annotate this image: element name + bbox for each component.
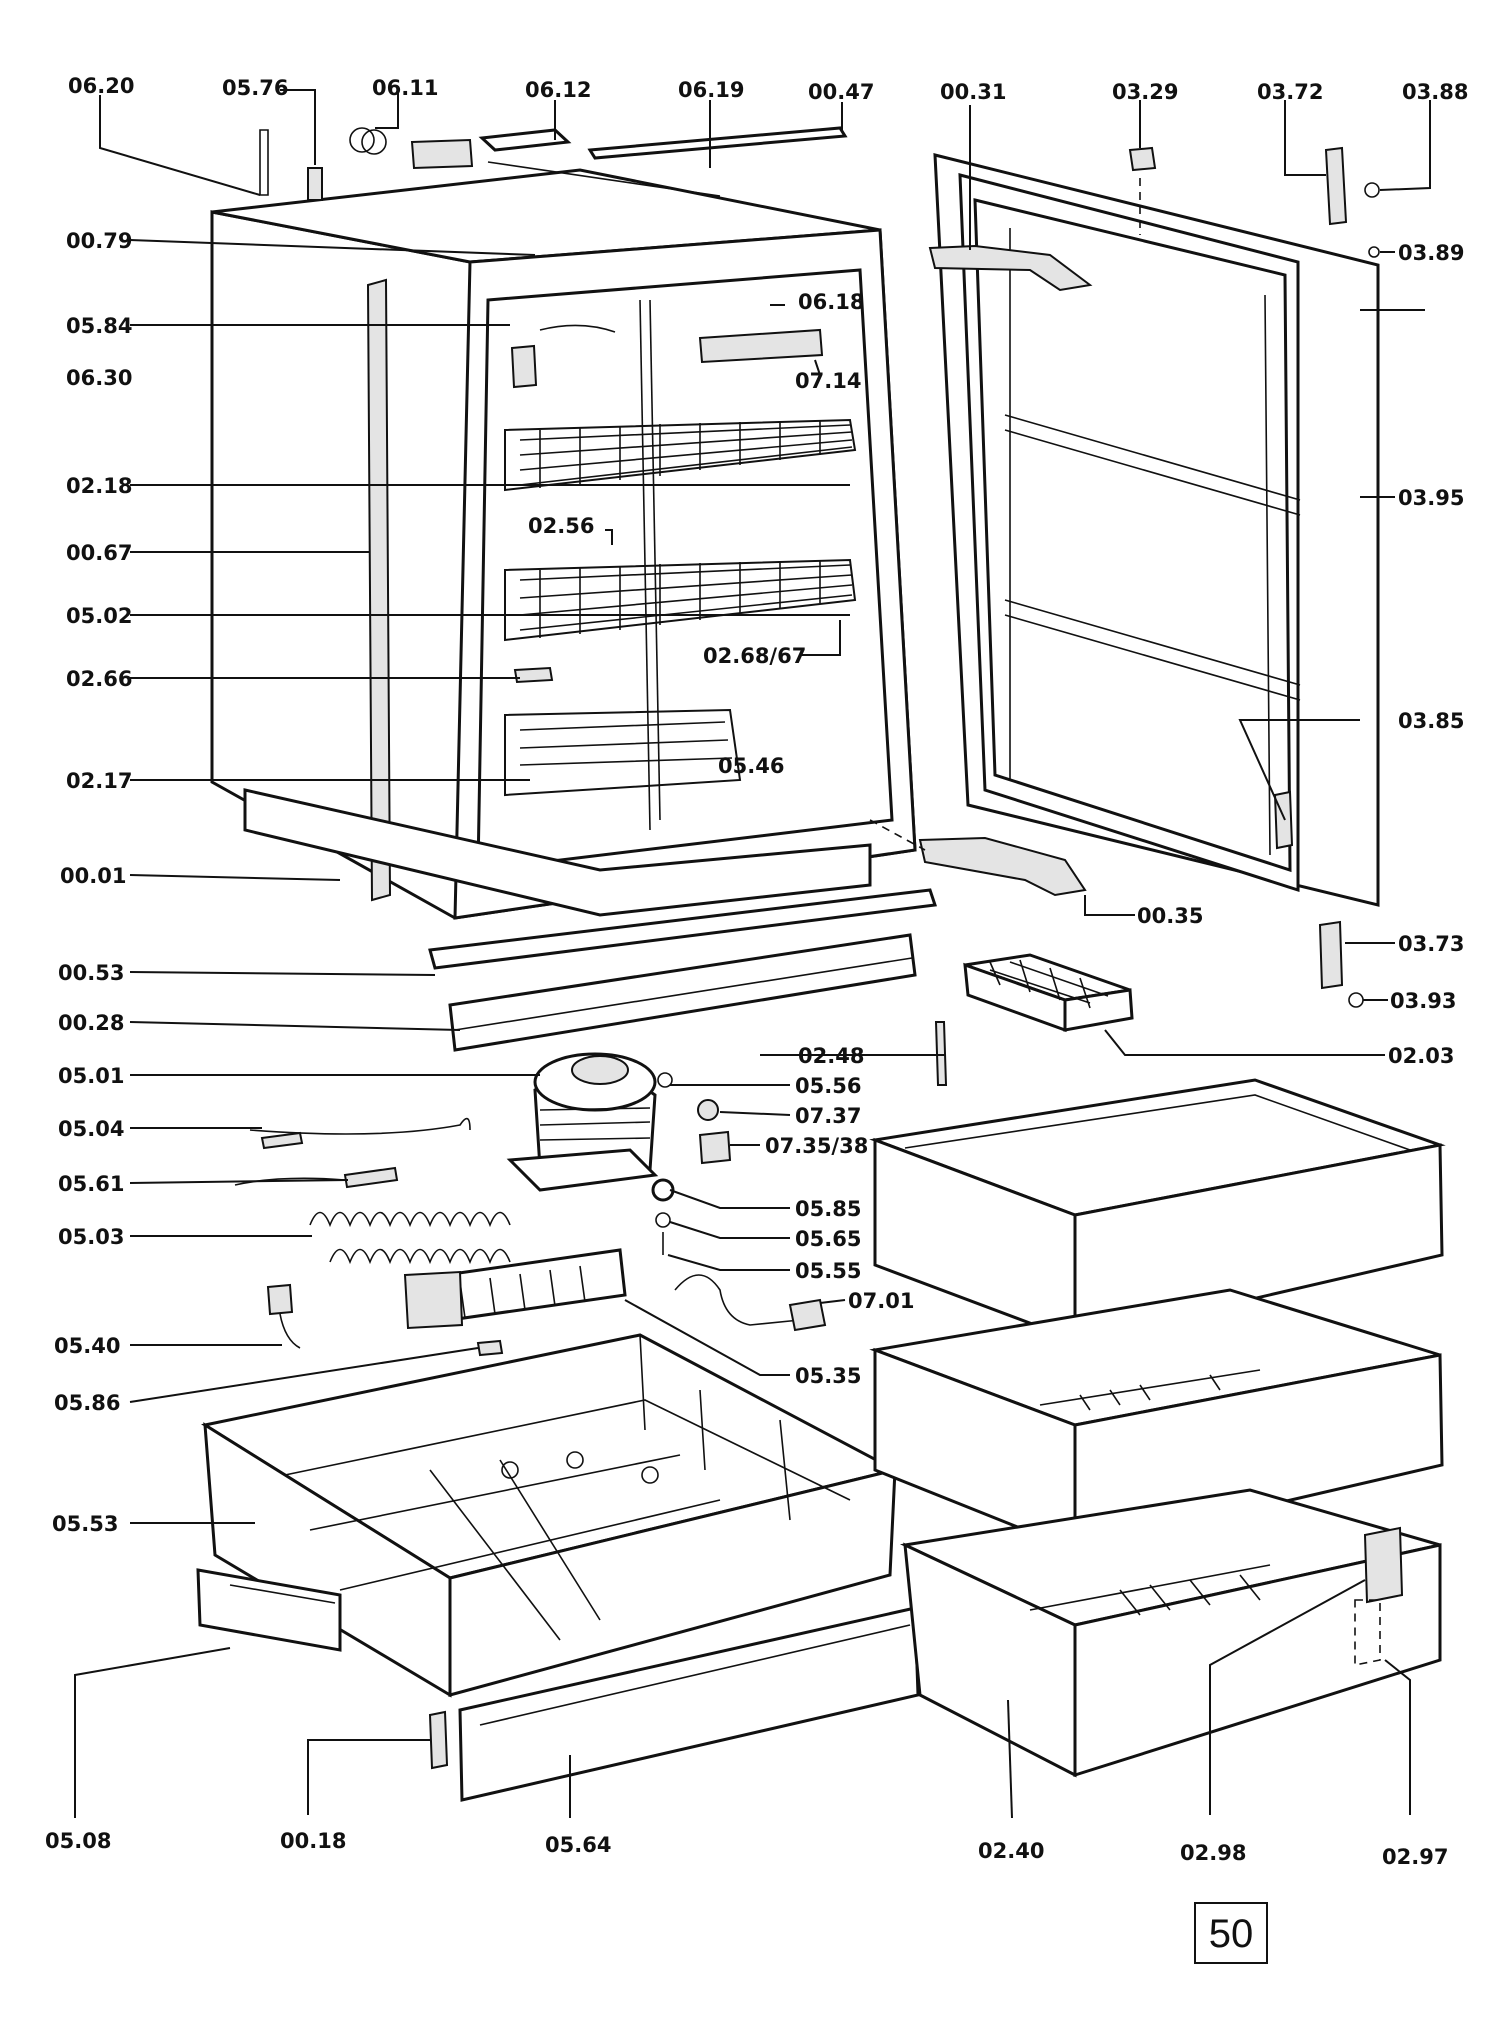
label-07-01: 07.01 — [848, 1289, 914, 1313]
label-05-35: 05.35 — [795, 1364, 861, 1388]
side-rail — [196, 1568, 342, 1652]
label-05-85: 05.85 — [795, 1197, 861, 1221]
label-05-01: 05.01 — [58, 1064, 124, 1088]
label-00-31: 00.31 — [940, 80, 1006, 104]
kick-plate — [458, 1606, 920, 1802]
shelf-02-18 — [504, 418, 857, 492]
label-02-18: 02.18 — [66, 474, 132, 498]
label-00-35: 00.35 — [1137, 904, 1203, 928]
label-03-88: 03.88 — [1402, 80, 1468, 104]
label-06-30: 06.30 — [66, 366, 132, 390]
kick-strips — [428, 888, 938, 1052]
ice-tray — [963, 953, 1134, 1033]
cooling-parts — [234, 1072, 827, 1357]
label-02-68-67: 02.68/67 — [703, 644, 806, 668]
leader-lines — [74, 89, 1431, 1819]
label-02-17: 02.17 — [66, 769, 132, 793]
cabinet-body — [210, 168, 917, 920]
label-02-66: 02.66 — [66, 667, 132, 691]
label-00-47: 00.47 — [808, 80, 874, 104]
label-05-04: 05.04 — [58, 1117, 124, 1141]
label-06-20: 06.20 — [68, 74, 134, 98]
label-00-18: 00.18 — [280, 1829, 346, 1853]
label-05-86: 05.86 — [54, 1391, 120, 1415]
page-number: 50 — [1209, 1912, 1254, 1956]
label-05-08: 05.08 — [45, 1829, 111, 1853]
label-05-03: 05.03 — [58, 1225, 124, 1249]
thermometer — [934, 1021, 948, 1086]
label-05-46: 05.46 — [718, 754, 784, 778]
page-number-box: 50 — [1194, 1902, 1268, 1964]
label-02-98: 02.98 — [1180, 1841, 1246, 1865]
label-06-19: 06.19 — [678, 78, 744, 102]
label-00-53: 00.53 — [58, 961, 124, 985]
label-06-11: 06.11 — [372, 76, 438, 100]
label-05-02: 05.02 — [66, 604, 132, 628]
label-06-18: 06.18 — [798, 290, 864, 314]
label-00-01: 00.01 — [60, 864, 126, 888]
label-03-89: 03.89 — [1398, 241, 1464, 265]
label-05-65: 05.65 — [795, 1227, 861, 1251]
top-parts — [259, 126, 848, 201]
label-02-40: 02.40 — [978, 1839, 1044, 1863]
label-05-64: 05.64 — [545, 1833, 611, 1857]
label-02-03: 02.03 — [1388, 1044, 1454, 1068]
label-03-95: 03.95 — [1398, 486, 1464, 510]
shelf-05-02 — [504, 558, 857, 642]
door-assembly — [869, 146, 1380, 1008]
label-07-35-38: 07.35/38 — [765, 1134, 868, 1158]
label-03-73: 03.73 — [1398, 932, 1464, 956]
label-02-97: 02.97 — [1382, 1845, 1448, 1869]
adjustable-foot — [428, 1710, 449, 1770]
label-05-76: 05.76 — [222, 76, 288, 100]
label-03-93: 03.93 — [1390, 989, 1456, 1013]
drawer-top — [869, 1078, 1446, 1343]
label-05-40: 05.40 — [54, 1334, 120, 1358]
label-05-56: 05.56 — [795, 1074, 861, 1098]
label-02-56: 02.56 — [528, 514, 594, 538]
label-00-79: 00.79 — [66, 229, 132, 253]
label-05-53: 05.53 — [52, 1512, 118, 1536]
label-07-14: 07.14 — [795, 369, 861, 393]
label-05-55: 05.55 — [795, 1259, 861, 1283]
label-05-61: 05.61 — [58, 1172, 124, 1196]
label-06-12: 06.12 — [525, 78, 591, 102]
base-tray — [201, 1333, 900, 1698]
label-02-48: 02.48 — [798, 1044, 864, 1068]
label-03-29: 03.29 — [1112, 80, 1178, 104]
label-03-85: 03.85 — [1398, 709, 1464, 733]
label-00-28: 00.28 — [58, 1011, 124, 1035]
label-00-67: 00.67 — [66, 541, 132, 565]
part-labels: 06.20 05.76 06.11 06.12 06.19 00.47 00.3… — [45, 74, 1468, 1869]
label-05-84: 05.84 — [66, 314, 132, 338]
compressor — [506, 1052, 659, 1192]
label-03-72: 03.72 — [1257, 80, 1323, 104]
label-07-37: 07.37 — [795, 1104, 861, 1128]
drawer-bottom — [899, 1488, 1442, 1778]
